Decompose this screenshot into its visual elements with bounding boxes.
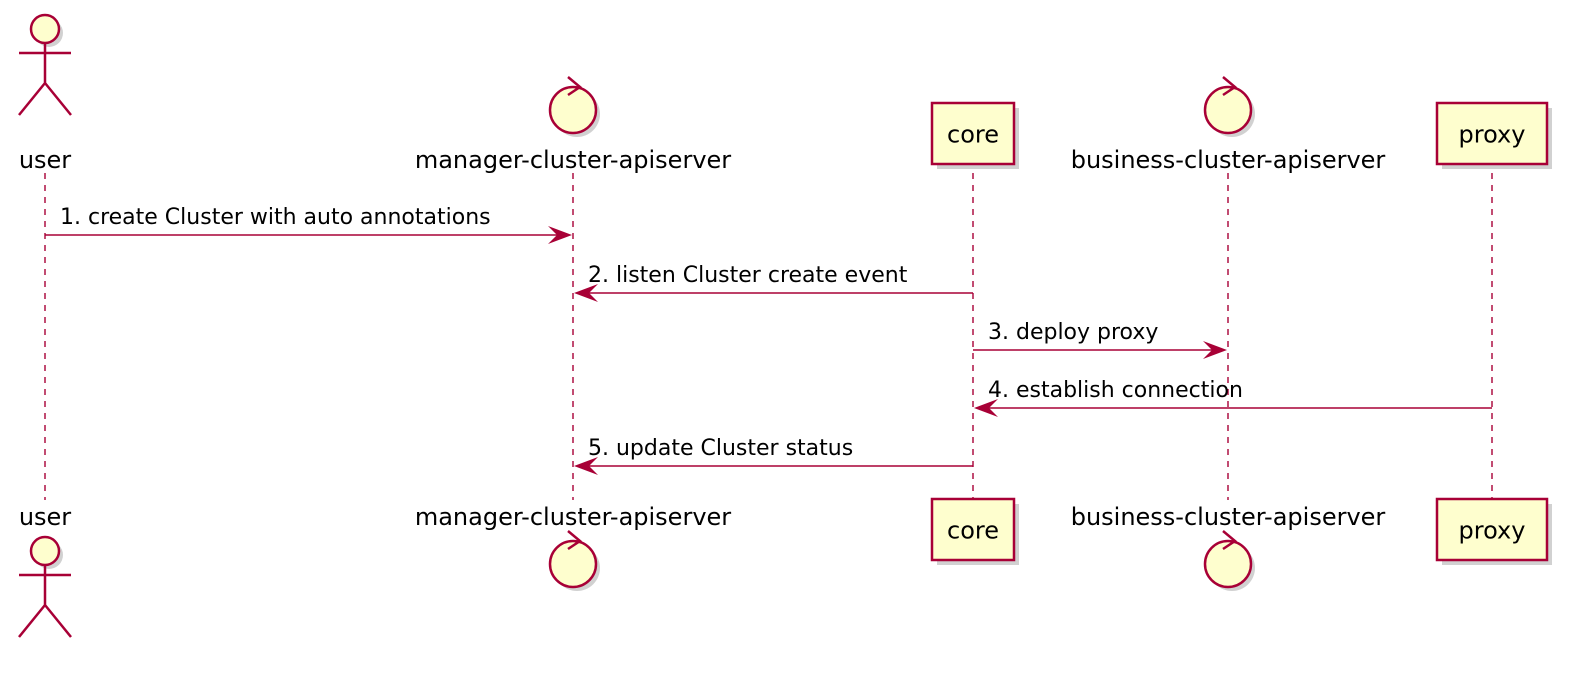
top-proxy-participant-box: proxy xyxy=(1435,101,1552,169)
message-2-label: 2. listen Cluster create event xyxy=(588,263,908,288)
message-1-label: 1. create Cluster with auto annotations xyxy=(60,205,491,230)
message-5-label: 5. update Cluster status xyxy=(588,436,853,461)
message-1-arrowhead xyxy=(548,226,572,244)
message-3-label: 3. deploy proxy xyxy=(988,320,1158,345)
bottom-manager-label: manager-cluster-apiserver xyxy=(415,503,731,531)
message-4: 4. establish connection xyxy=(974,378,1492,417)
message-5-arrowhead xyxy=(574,457,598,475)
bottom-business-control-icon xyxy=(1203,530,1255,591)
top-business-label: business-cluster-apiserver xyxy=(1071,146,1386,174)
bottom-core-label: core xyxy=(947,517,999,545)
top-manager-control-icon xyxy=(548,76,600,137)
bottom-core-participant-box: core xyxy=(930,497,1019,565)
messages: 1. create Cluster with auto annotations 2… xyxy=(45,205,1492,475)
top-core-participant-box: core xyxy=(930,101,1019,169)
top-proxy-label: proxy xyxy=(1459,121,1526,149)
bottom-manager-control-icon xyxy=(548,530,600,591)
message-5: 5. update Cluster status xyxy=(574,436,973,475)
bottom-user-label: user xyxy=(19,503,71,531)
message-3: 3. deploy proxy xyxy=(973,320,1227,359)
top-core-label: core xyxy=(947,121,999,149)
message-2: 2. listen Cluster create event xyxy=(574,263,973,302)
bottom-proxy-participant-box: proxy xyxy=(1435,497,1552,565)
message-2-arrowhead xyxy=(574,284,598,302)
message-3-arrowhead xyxy=(1203,341,1227,359)
participants-bottom: user manager-cluster-apiserver core busines… xyxy=(18,497,1552,638)
message-4-arrowhead xyxy=(974,399,998,417)
bottom-user-actor-icon xyxy=(18,535,72,638)
bottom-business-label: business-cluster-apiserver xyxy=(1071,503,1386,531)
message-4-label: 4. establish connection xyxy=(988,378,1243,403)
top-user-label: user xyxy=(19,146,71,174)
top-user-actor-icon xyxy=(18,13,72,116)
top-business-control-icon xyxy=(1203,76,1255,137)
participants-top: user manager-cluster-apiserver core busines… xyxy=(18,13,1552,174)
message-1: 1. create Cluster with auto annotations xyxy=(45,205,572,244)
bottom-proxy-label: proxy xyxy=(1459,517,1526,545)
top-manager-label: manager-cluster-apiserver xyxy=(415,146,731,174)
